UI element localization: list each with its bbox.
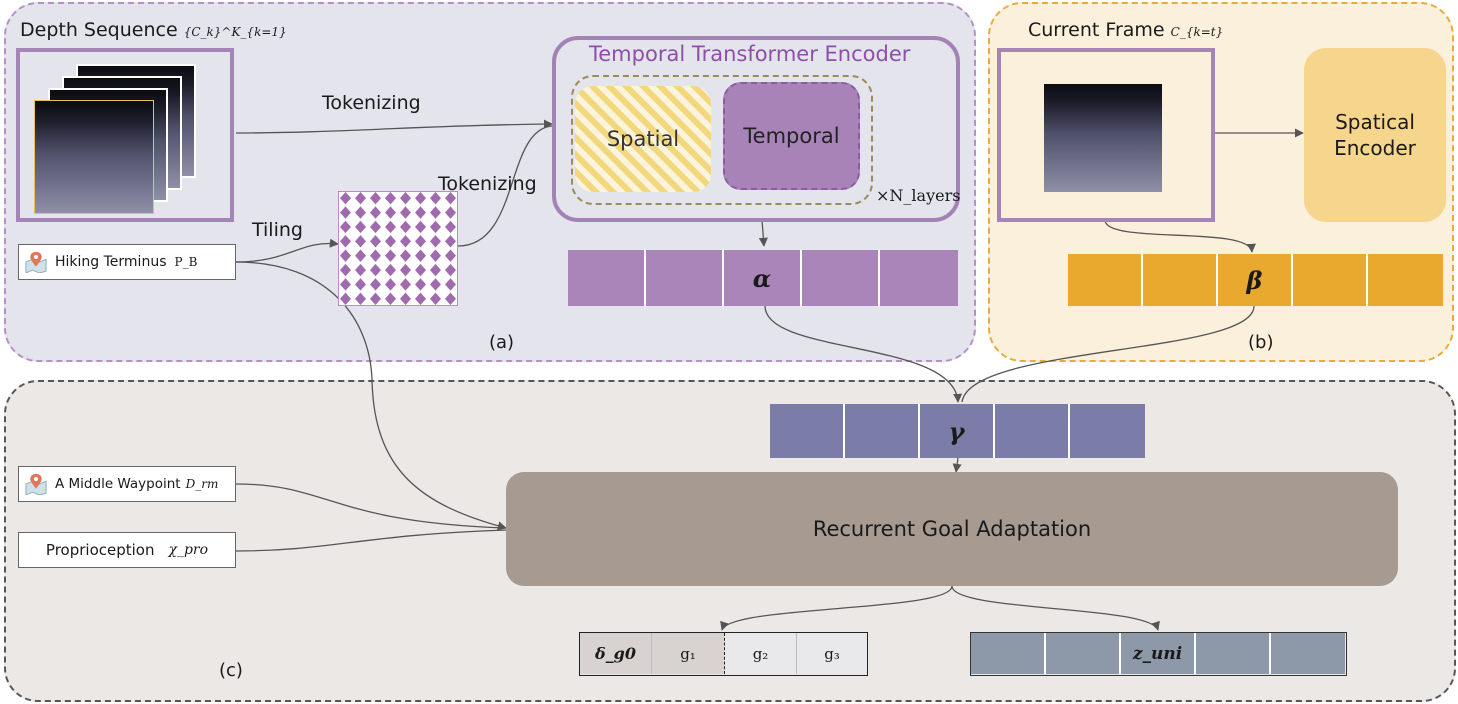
tokenizing-label-top: Tokenizing bbox=[322, 92, 421, 114]
layers-label: ×N_layers bbox=[876, 186, 961, 205]
spatial-block: Spatial bbox=[575, 86, 711, 192]
gamma-cell bbox=[1070, 404, 1145, 458]
z-cell bbox=[971, 633, 1046, 674]
alpha-cell-label: α bbox=[724, 250, 802, 306]
proprioception-box: Proprioception χ_pro bbox=[18, 532, 236, 568]
gamma-cell bbox=[845, 404, 920, 458]
arrow-tiles-to-encoder bbox=[457, 125, 553, 247]
beta-token-row: β bbox=[1068, 254, 1443, 306]
arrow-beta-to-gamma bbox=[961, 305, 1255, 403]
depth-image-front bbox=[34, 100, 154, 214]
tokenizing-label-mid: Tokenizing bbox=[438, 173, 537, 195]
waypoint-label: A Middle Waypoint bbox=[55, 476, 181, 492]
alpha-cell bbox=[568, 250, 646, 306]
goal-cell-g3: g₃ bbox=[796, 633, 867, 674]
goal-cell-g2: g₂ bbox=[724, 633, 796, 674]
arrow-alpha-to-gamma bbox=[764, 305, 963, 403]
gamma-cell bbox=[995, 404, 1070, 458]
waypoint-symbol: D_rm bbox=[185, 477, 219, 491]
tiling-label: Tiling bbox=[252, 219, 303, 241]
goal-cell-g1: g₁ bbox=[652, 633, 724, 674]
alpha-token-row: α bbox=[568, 250, 958, 306]
alpha-cell bbox=[646, 250, 724, 306]
arrow-encoder-to-alpha bbox=[758, 219, 768, 247]
terminus-symbol: P_B bbox=[174, 255, 198, 269]
caption-b: (b) bbox=[1248, 332, 1274, 353]
recurrent-goal-adaptation-block: Recurrent Goal Adaptation bbox=[506, 472, 1398, 586]
goal-token-row: δ_g0 g₁ g₂ g₃ bbox=[579, 632, 868, 676]
map-pin-icon bbox=[25, 473, 47, 495]
z-cell bbox=[1196, 633, 1271, 674]
arrow-depth-to-encoder bbox=[235, 119, 553, 134]
goal-cell-delta: δ_g0 bbox=[580, 633, 652, 674]
beta-cell bbox=[1068, 254, 1143, 306]
arrow-terminus-to-rga bbox=[235, 261, 507, 531]
temporal-transformer-encoder bbox=[552, 36, 960, 222]
alpha-cell bbox=[880, 250, 958, 306]
proprioception-label: Proprioception bbox=[45, 541, 155, 559]
current-frame-box bbox=[997, 48, 1215, 222]
spatial-encoder-label-1: Spatical bbox=[1335, 110, 1415, 134]
arrow-rga-to-goals bbox=[720, 585, 953, 631]
middle-waypoint-box: A Middle Waypoint D_rm bbox=[18, 466, 236, 502]
current-frame-title: Current Frame C_{k=t} bbox=[1028, 19, 1224, 41]
spatial-encoder-block: Spatical Encoder bbox=[1304, 48, 1446, 222]
gamma-cell-label: γ bbox=[920, 404, 995, 458]
terminus-label: Hiking Terminus bbox=[55, 254, 167, 270]
arrow-tiling bbox=[235, 238, 339, 263]
z-cell bbox=[1046, 633, 1121, 674]
proprioception-symbol: χ_pro bbox=[168, 542, 209, 558]
caption-c: (c) bbox=[219, 660, 243, 681]
arrow-waypoint-to-rga bbox=[235, 483, 507, 529]
z-cell-label: z_uni bbox=[1121, 633, 1196, 674]
caption-a: (a) bbox=[489, 332, 515, 353]
tiled-goal-pattern bbox=[338, 191, 458, 306]
arrow-proprio-to-rga bbox=[235, 529, 507, 552]
temporal-block: Temporal bbox=[723, 82, 860, 190]
beta-cell-label: β bbox=[1218, 254, 1293, 306]
rga-label: Recurrent Goal Adaptation bbox=[812, 517, 1092, 541]
beta-cell bbox=[1293, 254, 1368, 306]
spatial-encoder-label-2: Encoder bbox=[1334, 136, 1416, 160]
beta-cell bbox=[1143, 254, 1218, 306]
encoder-title: Temporal Transformer Encoder bbox=[589, 42, 911, 66]
arrow-gamma-to-rga bbox=[952, 457, 962, 473]
z-cell bbox=[1271, 633, 1345, 674]
alpha-cell bbox=[802, 250, 880, 306]
z-token-row: z_uni bbox=[970, 632, 1347, 676]
arrow-frame-to-beta bbox=[1104, 219, 1256, 253]
current-depth-image bbox=[1044, 84, 1162, 192]
beta-cell bbox=[1368, 254, 1443, 306]
encoder-layer-group bbox=[571, 75, 873, 205]
map-pin-icon bbox=[25, 251, 47, 273]
spatial-label: Spatial bbox=[606, 127, 680, 151]
arrow-rga-to-z bbox=[951, 585, 1160, 631]
hiking-terminus-box: Hiking Terminus P_B bbox=[18, 244, 236, 280]
temporal-label: Temporal bbox=[743, 124, 840, 148]
depth-sequence-title: Depth Sequence {C_k}^K_{k=1} bbox=[20, 19, 287, 41]
depth-sequence-frame bbox=[16, 48, 234, 222]
gamma-cell bbox=[770, 404, 845, 458]
gamma-token-row: γ bbox=[770, 404, 1145, 458]
